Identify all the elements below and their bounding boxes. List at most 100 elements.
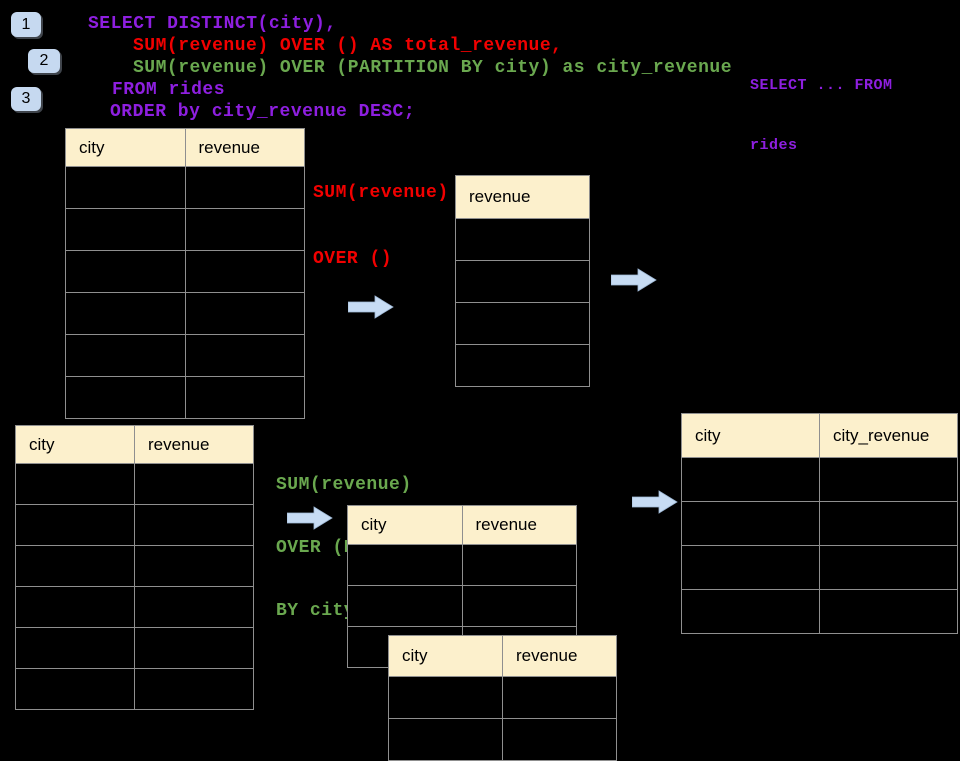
table-cell bbox=[184, 292, 305, 335]
table-row bbox=[65, 292, 305, 335]
column-header-city-revenue: city_revenue bbox=[819, 413, 958, 458]
step-badge-2: 2 bbox=[28, 49, 60, 73]
arrow-right-icon bbox=[632, 490, 678, 514]
table-cell bbox=[184, 208, 305, 251]
column-header-revenue: revenue bbox=[134, 425, 254, 464]
table-row bbox=[15, 586, 254, 628]
side-note-select-from-rides: SELECT ... FROM rides bbox=[750, 36, 893, 176]
side-note-line2: rides bbox=[750, 137, 798, 154]
table-header-row: city revenue bbox=[388, 635, 617, 677]
column-header-revenue: revenue bbox=[502, 635, 617, 677]
table-cell bbox=[819, 501, 958, 546]
column-header-city: city bbox=[388, 635, 503, 677]
sql-line-from: FROM rides bbox=[112, 80, 226, 100]
table-cell bbox=[184, 334, 305, 377]
table-cell bbox=[134, 668, 254, 710]
table-cell bbox=[388, 718, 503, 761]
table-cell bbox=[134, 504, 254, 546]
table-cell bbox=[134, 545, 254, 587]
table-cell bbox=[184, 376, 305, 419]
table-cell bbox=[15, 627, 135, 669]
label-total-line2: OVER () bbox=[313, 249, 393, 269]
table-row bbox=[681, 457, 958, 502]
table-header-row: city revenue bbox=[15, 425, 254, 464]
table-row bbox=[388, 718, 617, 761]
arrow-right-icon bbox=[348, 295, 394, 319]
table-cell bbox=[455, 302, 590, 345]
table-cell bbox=[819, 589, 958, 634]
table-row bbox=[347, 544, 577, 586]
table-row bbox=[15, 504, 254, 546]
table-row bbox=[455, 344, 590, 387]
table-cell bbox=[65, 376, 186, 419]
side-note-line1: SELECT ... FROM bbox=[750, 77, 893, 94]
table-cell bbox=[184, 166, 305, 209]
table-cell bbox=[502, 718, 617, 761]
table-header-row: revenue bbox=[455, 175, 590, 219]
table-cell bbox=[184, 250, 305, 293]
column-header-revenue: revenue bbox=[461, 505, 577, 545]
table-cell bbox=[455, 260, 590, 303]
table-cell bbox=[502, 676, 617, 719]
step-badge-1: 1 bbox=[11, 12, 41, 37]
table-row bbox=[65, 376, 305, 419]
table-cell bbox=[65, 334, 186, 377]
table-cell bbox=[15, 463, 135, 505]
table-cell bbox=[681, 501, 820, 546]
table-row bbox=[15, 627, 254, 669]
column-header-revenue: revenue bbox=[455, 175, 590, 219]
column-header-city: city bbox=[15, 425, 135, 464]
table-cell bbox=[388, 676, 503, 719]
table-cell bbox=[15, 504, 135, 546]
table-row bbox=[681, 501, 958, 546]
arrow-right-icon bbox=[611, 268, 657, 292]
sql-window-function-diagram: { "colors": { "background": "#000000", "… bbox=[11, 12, 958, 761]
table-row bbox=[347, 585, 577, 627]
table-cell bbox=[461, 544, 577, 586]
table-total-revenue: revenue bbox=[455, 175, 590, 387]
table-cell bbox=[134, 586, 254, 628]
table-cell bbox=[347, 585, 463, 627]
table-cell bbox=[15, 545, 135, 587]
table-cell bbox=[15, 586, 135, 628]
table-cell bbox=[15, 668, 135, 710]
table-cell bbox=[65, 250, 186, 293]
table-row bbox=[455, 218, 590, 261]
table-header-row: city revenue bbox=[65, 128, 305, 167]
table-cell bbox=[134, 627, 254, 669]
table-cell bbox=[65, 166, 186, 209]
table-row bbox=[65, 208, 305, 251]
label-total-line1: SUM(revenue) bbox=[313, 183, 449, 203]
table-cell bbox=[134, 463, 254, 505]
sql-line-order-by: ORDER by city_revenue DESC; bbox=[110, 102, 416, 122]
sql-line-sum-partition: SUM(revenue) OVER (PARTITION BY city) as… bbox=[133, 58, 732, 78]
table-row bbox=[15, 545, 254, 587]
table-cell bbox=[819, 545, 958, 590]
table-source-rides-bottom: city revenue bbox=[15, 425, 254, 710]
table-partition-front: city revenue bbox=[388, 635, 617, 761]
table-cell bbox=[819, 457, 958, 502]
table-cell bbox=[681, 545, 820, 590]
table-cell bbox=[681, 589, 820, 634]
table-row bbox=[681, 589, 958, 634]
table-row bbox=[65, 334, 305, 377]
column-header-city: city bbox=[347, 505, 463, 545]
sql-line-select: SELECT DISTINCT(city), bbox=[88, 14, 337, 34]
table-row bbox=[681, 545, 958, 590]
table-cell bbox=[461, 585, 577, 627]
sql-line-sum-total: SUM(revenue) OVER () AS total_revenue, bbox=[133, 36, 563, 56]
table-row bbox=[455, 260, 590, 303]
step-badge-3: 3 bbox=[11, 87, 41, 111]
table-cell bbox=[347, 544, 463, 586]
column-header-city: city bbox=[681, 413, 820, 458]
arrow-right-icon bbox=[287, 506, 333, 530]
table-cell bbox=[65, 292, 186, 335]
table-row bbox=[15, 463, 254, 505]
table-row bbox=[65, 166, 305, 209]
column-header-revenue: revenue bbox=[184, 128, 305, 167]
table-row bbox=[65, 250, 305, 293]
column-header-city: city bbox=[65, 128, 186, 167]
table-header-row: city revenue bbox=[347, 505, 577, 545]
table-header-row: city city_revenue bbox=[681, 413, 958, 458]
table-row bbox=[388, 676, 617, 719]
